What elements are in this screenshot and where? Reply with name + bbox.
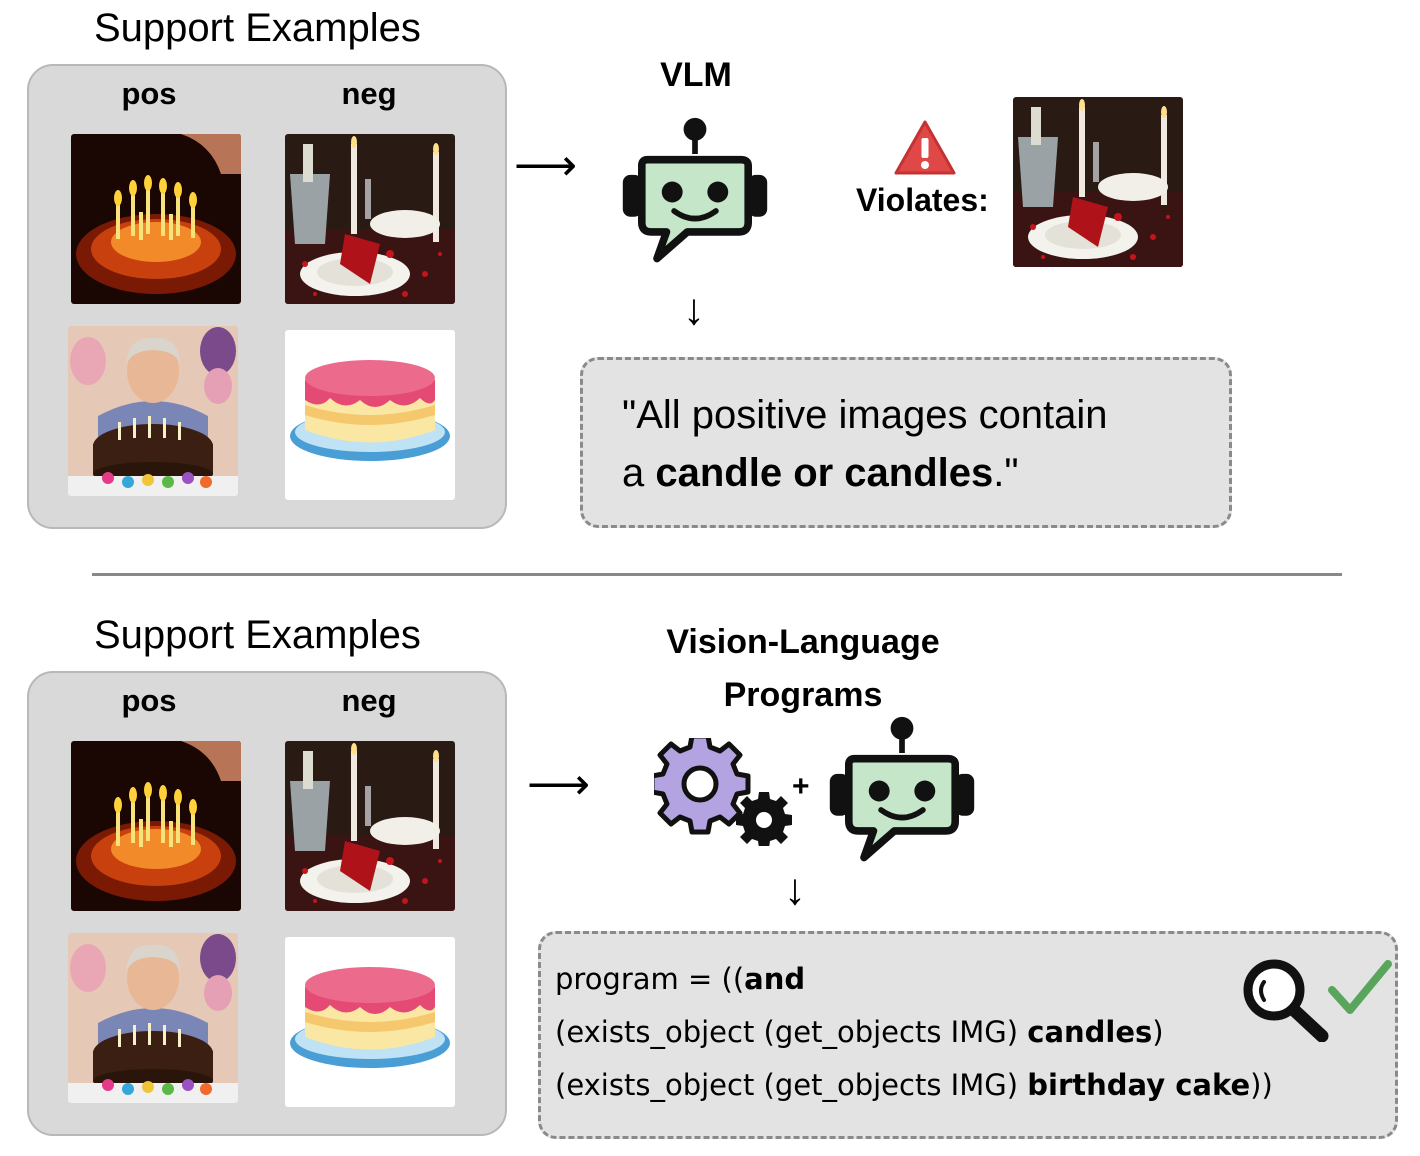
robot-icon	[616, 116, 774, 268]
vlm-label: VLM	[660, 56, 732, 94]
program-line3-suffix: ))	[1250, 1068, 1273, 1102]
top-pos-image-woman	[68, 326, 238, 496]
bottom-section-title: Support Examples	[94, 613, 421, 657]
vlp-label-line2: Programs	[723, 676, 883, 714]
top-arrow-right-icon: ⟶	[514, 141, 578, 190]
magnifier-icon	[1243, 959, 1329, 1042]
hypothesis-bold: candle or candles	[655, 451, 994, 495]
warning-icon	[894, 120, 956, 175]
hypothesis-prefix: a	[622, 451, 656, 495]
hypothesis-text-line1: "All positive images contain	[622, 393, 1108, 437]
hypothesis-suffix: ."	[993, 451, 1019, 495]
program-line3: (exists_object (get_objects IMG) birthda…	[555, 1059, 1273, 1111]
program-line1-bold: and	[744, 962, 806, 996]
bottom-arrow-right-icon: ⟶	[527, 760, 591, 809]
top-neg-image-table	[285, 134, 455, 304]
program-line2: (exists_object (get_objects IMG) candles…	[555, 1006, 1164, 1058]
bottom-pos-image-candles	[71, 741, 241, 911]
top-section-title: Support Examples	[94, 6, 421, 50]
top-arrow-down-icon: ↓	[683, 285, 705, 334]
bottom-robot-icon	[823, 715, 981, 867]
plus-sign: +	[792, 770, 810, 803]
vlp-label: Vision-Language Programs	[610, 616, 996, 722]
bottom-neg-label: neg	[341, 683, 397, 718]
violating-image-table	[1013, 97, 1183, 267]
top-neg-image-cake	[285, 330, 455, 500]
bottom-arrow-down-icon: ↓	[784, 865, 806, 914]
program-box	[538, 931, 1398, 1139]
top-pos-image-candles	[71, 134, 241, 304]
hypothesis-text-line2: a candle or candles."	[622, 444, 1019, 502]
program-line2-bold: candles	[1027, 1015, 1153, 1049]
program-line2-prefix: (exists_object (get_objects IMG)	[555, 1015, 1028, 1049]
top-pos-label: pos	[121, 76, 177, 111]
hypothesis-box	[580, 357, 1232, 528]
program-line3-bold: birthday cake	[1027, 1068, 1251, 1102]
gears-icon	[654, 738, 792, 846]
vlp-label-line1: Vision-Language	[666, 623, 940, 661]
top-neg-label: neg	[341, 76, 397, 111]
violates-label: Violates:	[856, 182, 989, 218]
section-divider	[92, 573, 1342, 576]
program-line1: program = ((and	[555, 953, 805, 1005]
bottom-neg-image-cake	[285, 937, 455, 1107]
check-icon	[1328, 960, 1392, 1014]
bottom-pos-label: pos	[121, 683, 177, 718]
program-line1-prefix: program = ((	[555, 962, 745, 996]
program-line2-suffix: )	[1152, 1015, 1164, 1049]
bottom-pos-image-woman	[68, 933, 238, 1103]
bottom-neg-image-table	[285, 741, 455, 911]
program-line3-prefix: (exists_object (get_objects IMG)	[555, 1068, 1028, 1102]
